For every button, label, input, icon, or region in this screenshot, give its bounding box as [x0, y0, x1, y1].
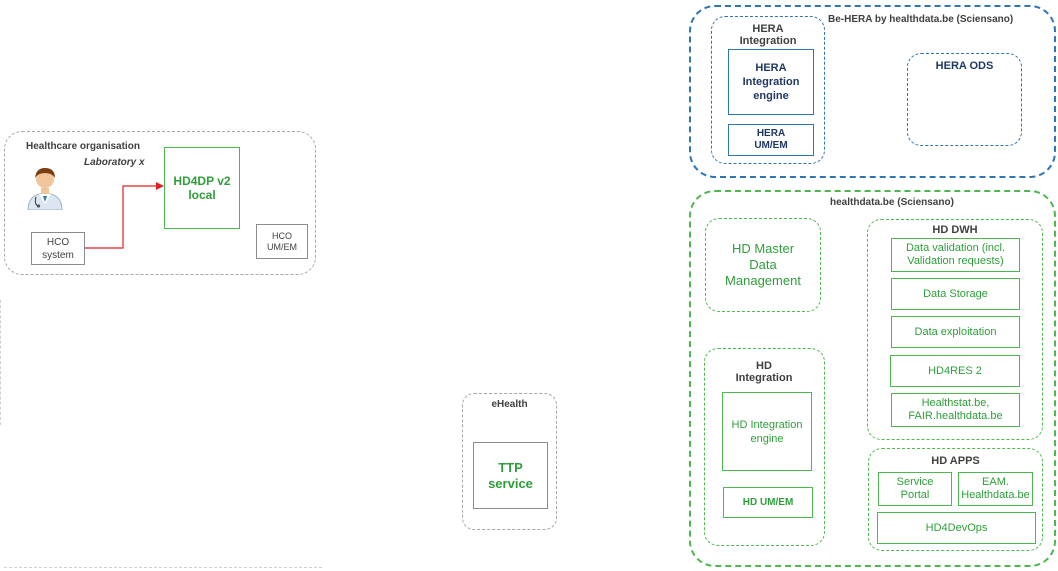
hd4dp-label: HD4DP v2 local — [173, 174, 231, 202]
dwh-item-data-storage: Data Storage — [891, 278, 1020, 310]
hd-integration-title: HD Integration — [724, 360, 804, 384]
service-portal-box: Service Portal — [878, 472, 952, 506]
hd4devops-box: HD4DevOps — [877, 512, 1036, 544]
hd-dwh-title: HD DWH — [932, 224, 978, 236]
dwh-item-data-exploitation: Data exploitation — [891, 316, 1020, 348]
eam-label: EAM. Healthdata.be — [961, 476, 1030, 501]
hd-integration-engine-box: HD Integration engine — [722, 392, 812, 471]
healthdata-title: healthdata.be (Sciensano) — [830, 197, 954, 208]
hd4dp-box: HD4DP v2 local — [164, 147, 240, 229]
hd-integration-engine-label: HD Integration engine — [731, 418, 803, 445]
hco-umem-box: HCO UM/EM — [256, 224, 308, 259]
dwh-item-label: Data validation (incl. Validation reques… — [905, 242, 1006, 267]
hd-master-container — [705, 218, 821, 312]
hera-integration-engine-label: HERA Integration engine — [742, 62, 800, 102]
hd-apps-title: HD APPS — [931, 455, 980, 467]
ehealth-container — [462, 393, 557, 530]
dwh-item-label: Data exploitation — [914, 326, 997, 338]
behera-container — [689, 5, 1056, 178]
hco-system-label: HCO system — [42, 236, 74, 261]
hd-integration-container — [704, 348, 825, 546]
dwh-item-data-validation: Data validation (incl. Validation reques… — [891, 238, 1020, 272]
hd-integration-title-label: HD Integration — [735, 360, 793, 384]
hera-umem-label: HERA UM/EM — [754, 128, 788, 151]
ttp-service-label: TTP service — [488, 459, 533, 491]
edge-tick — [4, 567, 322, 568]
eam-box: EAM. Healthdata.be — [958, 472, 1033, 506]
laboratory-label: Laboratory x — [84, 157, 145, 168]
dwh-item-healthstat: Healthstat.be, FAIR.healthdata.be — [891, 393, 1020, 427]
edge-tick — [0, 300, 1, 425]
service-portal-label: Service Portal — [896, 476, 934, 501]
hera-integration-title: HERA Integration — [724, 23, 812, 47]
hera-integration-container — [711, 16, 825, 164]
hera-integration-engine-box: HERA Integration engine — [728, 49, 814, 115]
hd-umem-box: HD UM/EM — [723, 487, 813, 518]
healthcare-organisation-container — [4, 131, 316, 275]
ttp-service-box: TTP service — [473, 442, 548, 509]
hera-ods-container — [907, 53, 1022, 146]
behera-title: Be-HERA by healthdata.be (Sciensano) — [828, 14, 1014, 25]
doctor-icon — [27, 168, 63, 210]
hd-apps-container — [868, 448, 1043, 551]
hd-umem-label: HD UM/EM — [742, 497, 794, 508]
hd-master-label-wrap: HD Master Data Management — [705, 218, 821, 312]
dwh-item-label: Data Storage — [923, 288, 988, 300]
hd-dwh-container — [867, 219, 1043, 440]
hco-system-box: HCO system — [31, 232, 85, 265]
dwh-item-label: Healthstat.be, FAIR.healthdata.be — [908, 397, 1003, 422]
hera-integration-title-label: HERA Integration — [739, 23, 797, 47]
hd4devops-label: HD4DevOps — [925, 522, 988, 534]
hco-umem-label: HCO UM/EM — [267, 230, 297, 252]
dwh-item-hd4res: HD4RES 2 — [890, 355, 1020, 387]
hera-ods-title: HERA ODS — [935, 60, 994, 72]
healthcare-organisation-title: Healthcare organisation — [26, 141, 140, 152]
dwh-item-label: HD4RES 2 — [928, 365, 982, 377]
ehealth-title: eHealth — [491, 399, 528, 410]
hera-umem-box: HERA UM/EM — [728, 124, 814, 156]
hd-master-label: HD Master Data Management — [725, 241, 801, 288]
healthdata-container — [689, 190, 1056, 567]
